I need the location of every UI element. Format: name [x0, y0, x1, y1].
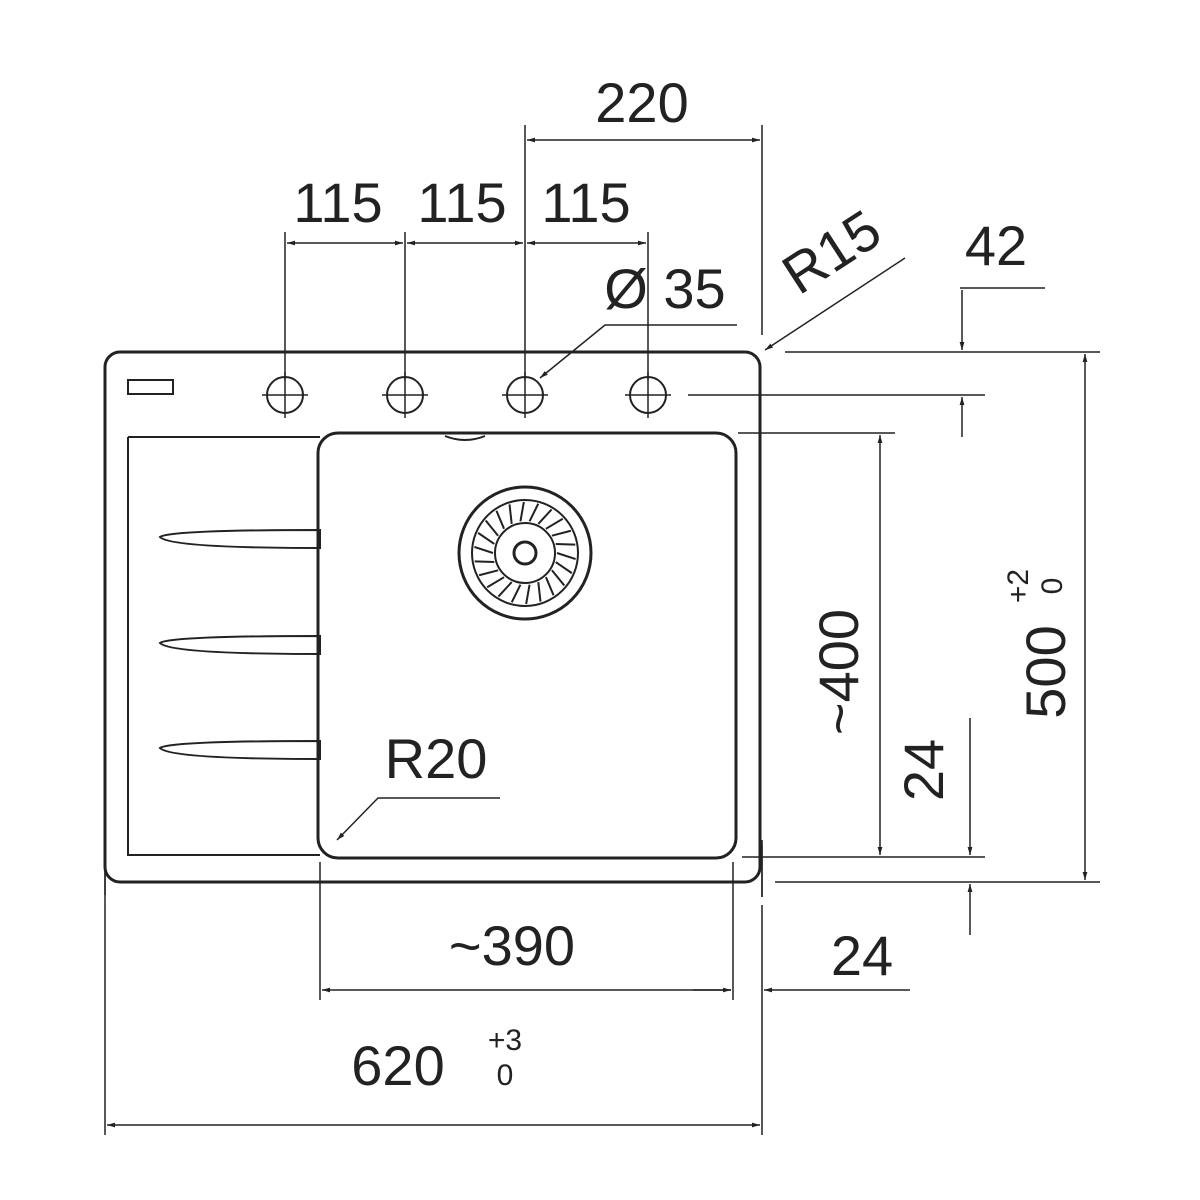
dimension-diameter-35: Ø 35	[539, 257, 737, 379]
drain-spoke	[537, 581, 542, 602]
drain-spoke	[519, 501, 525, 522]
sink-outer-outline	[103, 350, 762, 884]
dimension-115-chain: 115 115 115	[287, 171, 646, 246]
dimension-620-label: 620	[351, 1034, 444, 1097]
drain-spoke	[474, 545, 494, 554]
drainer-outline	[127, 436, 320, 856]
drainer-rib	[158, 528, 321, 550]
dimension-220-label: 220	[595, 71, 688, 134]
dimension-390-label: ~390	[449, 914, 575, 977]
dimension-diameter-35-label: Ø 35	[604, 257, 725, 320]
dimension-24-horizontal: 24	[693, 924, 910, 993]
drain-center	[512, 540, 538, 566]
drain-spoke	[495, 510, 505, 530]
dimension-500-label: 500	[1014, 625, 1077, 718]
dimension-24-horizontal-label: 24	[831, 924, 893, 987]
bowl-outline	[316, 431, 738, 860]
dimension-115-label: 115	[293, 171, 382, 234]
drain-spoke	[497, 581, 513, 598]
drainer-rib	[158, 739, 321, 761]
drain-spoke	[537, 508, 553, 525]
dimension-500-tol-lower: 0	[1036, 578, 1069, 595]
drain-spokes	[474, 501, 576, 605]
dimension-500-tol-upper: +2	[1002, 569, 1035, 603]
bowl-top-tab	[444, 435, 486, 441]
drain-spoke	[484, 519, 499, 537]
drain-inner-ring	[494, 522, 556, 584]
drainer-ribs	[158, 528, 321, 761]
dimension-115-label: 115	[417, 171, 506, 234]
dimension-radius-15-label: R15	[771, 197, 891, 306]
dimension-220: 220	[527, 71, 760, 143]
dimension-42-label: 42	[965, 214, 1027, 277]
overflow-slot	[127, 379, 174, 395]
drain-spoke	[486, 576, 505, 589]
drain-spoke	[545, 517, 564, 530]
drainer-rib	[158, 634, 321, 656]
drain-spoke	[525, 584, 531, 605]
dimension-400: ~400	[807, 435, 883, 855]
drain-mid-ring	[471, 499, 579, 607]
drain-spoke	[477, 532, 495, 545]
dimension-500: 500 +2 0	[1002, 354, 1088, 880]
tap-holes	[262, 372, 671, 418]
drain-spoke	[551, 569, 566, 587]
drain-spoke	[551, 529, 572, 537]
drain-spoke	[478, 569, 499, 577]
drain-spoke	[555, 542, 576, 546]
drain-spoke	[474, 560, 495, 564]
dimension-390: ~390	[322, 914, 731, 993]
drain-outer-ring	[457, 485, 593, 621]
dimension-620-tol-lower: 0	[497, 1059, 514, 1092]
dimension-24-vertical: 24	[892, 718, 973, 935]
dimension-radius-20: R20	[336, 727, 500, 841]
dimension-radius-20-label: R20	[385, 727, 488, 790]
drain-spoke	[555, 561, 573, 574]
dimension-24-vertical-label: 24	[892, 739, 955, 801]
dimension-620: 620 +3 0	[104, 905, 763, 1135]
dimension-400-label: ~400	[807, 609, 870, 735]
drain-spoke	[556, 552, 576, 561]
drain-spoke	[510, 584, 522, 603]
drain-spoke	[545, 576, 555, 596]
dimension-42: 42	[959, 214, 1027, 437]
extension-lines	[104, 125, 1100, 1000]
drain-spoke	[528, 503, 540, 522]
dimension-radius-15: R15	[764, 197, 906, 351]
drain-strainer	[457, 485, 593, 621]
dimension-115-label: 115	[541, 171, 630, 234]
dimension-620-tol-upper: +3	[488, 1024, 522, 1057]
drain-spoke	[508, 504, 513, 525]
